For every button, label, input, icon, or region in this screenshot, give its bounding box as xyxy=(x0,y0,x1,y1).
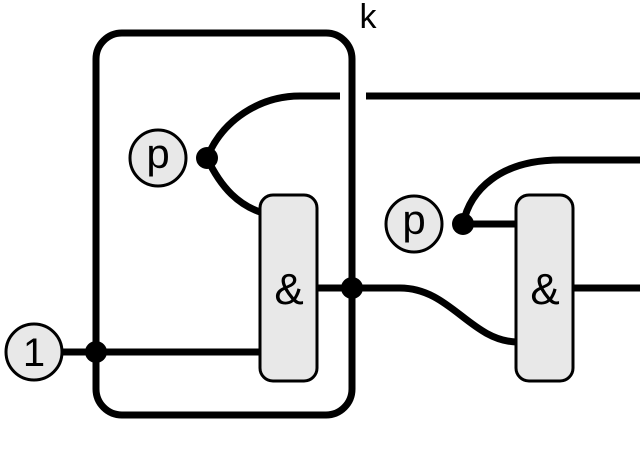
node-one xyxy=(4,322,64,382)
gate-and-outer xyxy=(514,193,575,383)
wire-p-inner-to-top-exit xyxy=(203,92,340,160)
wire-p-outer-to-output xyxy=(459,156,640,225)
box-k xyxy=(92,29,356,419)
wire-k-to-and-outer xyxy=(352,284,517,346)
node-p-outer-label: p xyxy=(402,196,425,243)
junction-box-right xyxy=(341,277,363,299)
node-p-outer xyxy=(384,194,444,254)
box-k-label: k xyxy=(360,0,378,36)
node-one-label: 1 xyxy=(23,331,45,375)
gate-and-outer-label: & xyxy=(530,265,559,314)
gate-and-inner-label: & xyxy=(274,265,303,314)
junction-p-inner xyxy=(196,147,218,169)
gate-and-inner xyxy=(258,193,319,383)
node-p-inner-label: p xyxy=(146,130,169,177)
junction-box-left xyxy=(85,341,107,363)
node-p-inner xyxy=(128,128,188,188)
wire-p-inner-to-and-inner xyxy=(203,156,262,216)
junction-p-outer xyxy=(452,213,474,235)
